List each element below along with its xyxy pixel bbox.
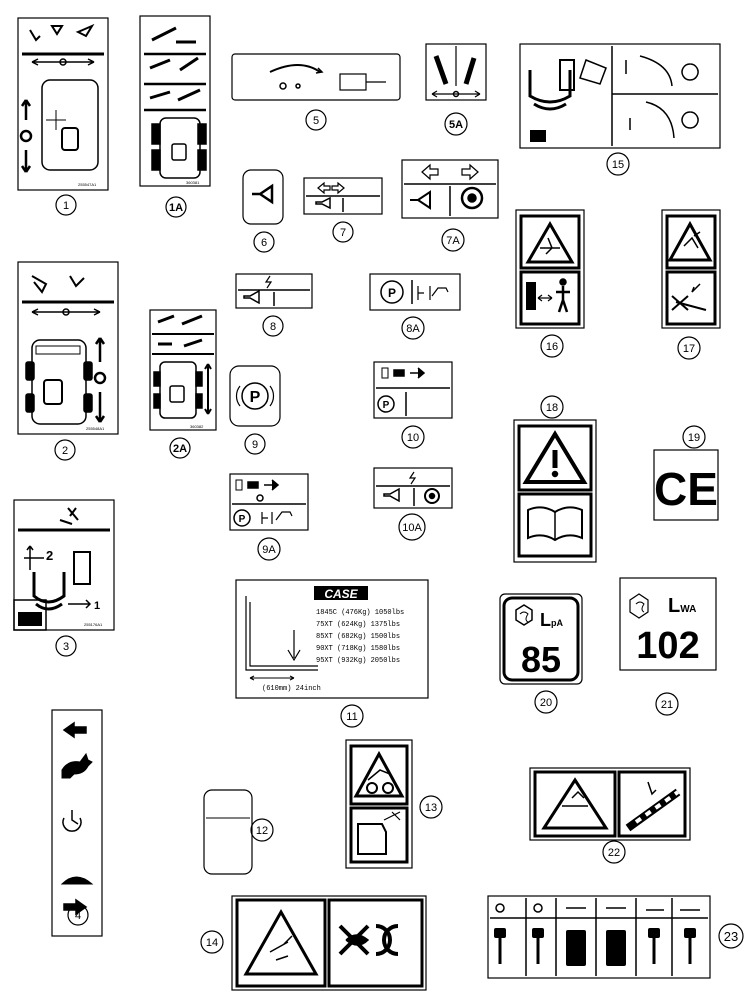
callout-circles	[54, 109, 744, 954]
decal-17	[661, 209, 721, 329]
decal-1-code: 255547A1	[78, 182, 97, 187]
svg-text:P: P	[250, 389, 261, 406]
decal-2-code: 255548A1	[86, 426, 105, 431]
decal-20: LpA 85	[499, 593, 583, 685]
lpa-sub: pA	[551, 618, 563, 628]
decal-12	[203, 789, 253, 875]
callout-18: 18	[546, 402, 558, 414]
callout-8A: 8A	[406, 323, 420, 335]
load-row-3: 85XT (682Kg) 1500lbs	[316, 633, 400, 641]
decal-7A	[401, 159, 499, 219]
decal-22	[529, 767, 691, 841]
decal-3-num-2: 2	[46, 548, 53, 563]
svg-text:P: P	[239, 514, 246, 525]
callout-10: 10	[407, 432, 419, 444]
decal-2: 255548A1	[17, 261, 119, 435]
lpa-label: L	[540, 610, 551, 630]
decal-5	[231, 53, 401, 101]
decal-14	[231, 895, 427, 991]
callout-15: 15	[612, 159, 624, 171]
svg-text:LpA: LpA	[540, 610, 563, 630]
decal-18	[513, 419, 597, 563]
callout-3: 3	[63, 641, 69, 653]
callout-7A: 7A	[446, 235, 460, 247]
decal-1: 255547A1	[17, 17, 109, 191]
case-logo-text: CASE	[324, 587, 358, 601]
callout-12: 12	[256, 825, 268, 837]
decal-19: CE	[653, 449, 719, 521]
svg-text:P: P	[383, 400, 390, 411]
callout-22: 22	[608, 847, 620, 859]
callout-1A: 1A	[169, 202, 183, 214]
decal-6	[242, 169, 284, 225]
ce-mark: CE	[654, 463, 718, 515]
load-row-1: 1845C (476Kg) 1050lbs	[316, 609, 404, 617]
decal-1A-code: 360381	[186, 180, 200, 185]
callout-labels: 1 1A 2 2A 3 4 5 5A 6 7 7A 8 8A 9 9A 10 1…	[62, 115, 738, 949]
callout-19: 19	[688, 432, 700, 444]
callout-16: 16	[546, 341, 558, 353]
callout-21: 21	[661, 699, 673, 711]
callout-20: 20	[540, 697, 552, 709]
load-row-2: 75XT (624Kg) 1375lbs	[316, 621, 400, 629]
decal-9A: P	[229, 473, 309, 531]
callout-6: 6	[261, 237, 267, 249]
load-distance: (610mm) 24inch	[262, 685, 321, 693]
callout-2A: 2A	[173, 443, 187, 455]
callout-2: 2	[62, 445, 68, 457]
callout-13: 13	[425, 802, 437, 814]
lwa-sub: WA	[680, 604, 696, 615]
decal-8A: P	[369, 273, 461, 311]
decal-11: CASE 1845C (476Kg) 1050lbs 75XT (624Kg) …	[235, 579, 429, 699]
decal-3-code: 255176A1	[84, 622, 103, 627]
decal-10A	[373, 467, 453, 509]
callout-10A: 10A	[402, 522, 422, 534]
decal-4	[51, 709, 103, 937]
svg-text:LWA: LWA	[668, 595, 696, 617]
callout-4: 4	[75, 910, 81, 922]
callout-7: 7	[340, 227, 346, 239]
lpa-value: 85	[521, 639, 561, 680]
decal-2A-code: 360382	[190, 424, 204, 429]
decal-8	[235, 273, 313, 309]
decal-3: 2 1 255176A1	[13, 499, 115, 631]
callout-17: 17	[683, 343, 695, 355]
load-row-4: 90XT (718Kg) 1580lbs	[316, 645, 400, 653]
decal-3-num-1: 1	[94, 600, 100, 612]
callout-23: 23	[724, 929, 738, 944]
decal-13	[345, 739, 413, 869]
svg-text:P: P	[388, 286, 396, 300]
callout-5: 5	[313, 115, 319, 127]
decal-2A: 360382	[149, 309, 217, 431]
decal-1A: 360381	[139, 15, 211, 187]
lwa-value: 102	[636, 625, 699, 667]
callout-9A: 9A	[262, 544, 276, 556]
decal-21: LWA 102	[619, 577, 717, 671]
decal-7	[303, 177, 383, 215]
callout-1: 1	[63, 200, 69, 212]
callout-5A: 5A	[449, 119, 463, 131]
decal-23	[487, 895, 711, 979]
callout-9: 9	[252, 439, 258, 451]
decal-5A	[425, 43, 487, 101]
load-row-5: 95XT (932Kg) 2050lbs	[316, 657, 400, 665]
decal-10: P	[373, 361, 453, 419]
callout-11: 11	[346, 711, 357, 723]
callout-8: 8	[270, 321, 276, 333]
decal-9: P	[229, 365, 281, 427]
lwa-label: L	[668, 595, 680, 617]
callout-14: 14	[206, 937, 218, 949]
decal-15	[519, 43, 721, 149]
decal-16	[515, 209, 585, 329]
